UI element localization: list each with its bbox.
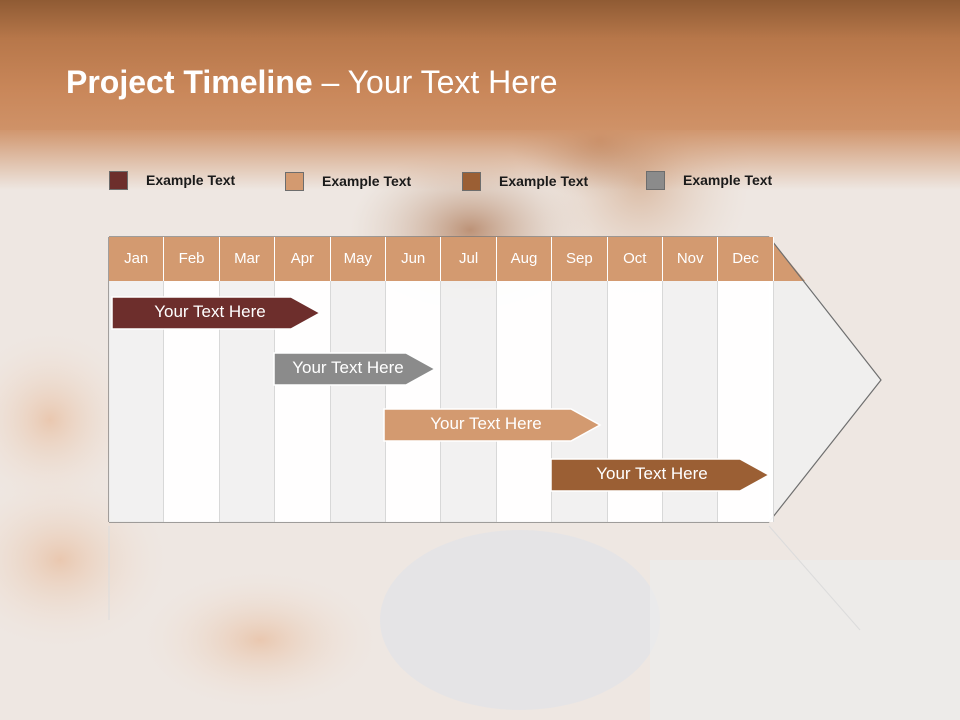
title-bold: Project Timeline [66,64,313,100]
legend-swatch-2 [285,172,304,191]
month-header-jul: Jul [441,237,497,281]
task-label-2: Your Text Here [292,358,404,377]
month-column-jul [441,281,497,522]
header-band [0,0,960,130]
task-label-1: Your Text Here [154,302,266,321]
month-header-may: May [330,237,386,281]
month-header-apr: Apr [275,237,331,281]
month-column-aug [496,281,553,522]
legend-label-3: Example Text [499,173,589,189]
task-label-4: Your Text Here [596,464,708,483]
legend-swatch-4 [646,171,665,190]
month-header-jun: Jun [386,237,442,281]
month-header-sep: Sep [552,237,608,281]
title-rest: – Your Text Here [312,64,558,100]
legend-label-2: Example Text [322,173,412,189]
month-header-mar: Mar [219,237,276,281]
month-header-nov: Nov [663,237,719,281]
legend-swatch-1 [109,171,128,190]
task-label-3: Your Text Here [430,414,542,433]
month-column-jun [386,281,442,522]
arrow-body [769,281,881,522]
task-bar-3 [383,408,602,442]
month-header-dec: Dec [718,237,774,281]
month-column-may [330,281,386,522]
arrow-outline [768,236,882,523]
task-bar-4 [550,458,771,492]
month-header-jan: Jan [109,237,165,281]
month-header-aug: Aug [496,237,553,281]
month-header-oct: Oct [607,237,663,281]
legend-label-1: Example Text [146,172,236,188]
task-bar-2 [273,352,437,386]
reflection-diagonal-line [768,525,861,631]
legend-label-4: Example Text [683,172,773,188]
legend-swatch-3 [462,172,481,191]
task-bar-1 [111,296,322,330]
month-header-feb: Feb [164,237,220,281]
page-title: Project Timeline – Your Text Here [66,62,558,102]
